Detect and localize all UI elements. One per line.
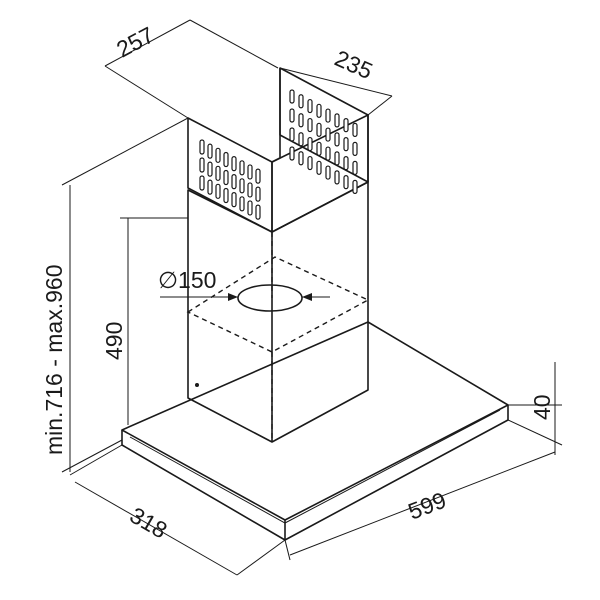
- duct-outline: [160, 232, 370, 442]
- vent-slot: [199, 139, 205, 155]
- dim-canopy-thickness: 40: [529, 394, 555, 420]
- chimney-upper: [187, 67, 369, 233]
- vent-slot: [298, 113, 304, 128]
- dim-duct-diameter: ∅150: [158, 267, 216, 293]
- vent-slot: [247, 182, 253, 198]
- vent-slot: [223, 187, 229, 204]
- vent-slot: [207, 179, 213, 195]
- vent-slot: [289, 127, 295, 142]
- vent-slot: [215, 183, 221, 199]
- vent-slot: [207, 161, 213, 177]
- vent-slot: [239, 178, 245, 194]
- vent-slot: [239, 196, 245, 212]
- vent-slot: [316, 141, 322, 156]
- vent-slot: [255, 204, 261, 220]
- vent-slot: [307, 117, 313, 133]
- dimension-lines: [61, 19, 563, 576]
- vent-slot: [207, 143, 213, 159]
- vent-slot: [325, 108, 331, 123]
- vent-slot: [231, 174, 237, 190]
- vent-slot: [334, 132, 340, 147]
- vent-slot: [223, 169, 229, 186]
- dim-lower-height: 490: [101, 322, 127, 360]
- vent-slot: [334, 151, 340, 166]
- vent-slot: [307, 155, 313, 171]
- dim-chimney-width: 257: [112, 21, 158, 62]
- vent-slot: [343, 118, 349, 133]
- vent-slot: [289, 108, 295, 123]
- vent-slot: [307, 136, 313, 152]
- vent-slot: [215, 165, 221, 181]
- vent-slot: [289, 89, 295, 104]
- vent-slot: [325, 127, 331, 142]
- vent-slot: [352, 141, 358, 156]
- vent-slot: [247, 200, 253, 216]
- vent-slot: [215, 147, 221, 163]
- vent-slot: [298, 151, 304, 166]
- vent-slot: [298, 94, 304, 109]
- vent-slot: [223, 151, 229, 168]
- vent-slot: [352, 179, 358, 194]
- dim-canopy-depth: 318: [126, 502, 172, 544]
- vent-slot: [352, 160, 358, 175]
- vent-slot: [289, 146, 295, 161]
- vent-slot: [352, 122, 358, 137]
- canopy: [121, 321, 509, 541]
- vent-slot: [316, 103, 322, 118]
- vent-slot: [307, 98, 313, 114]
- vent-slot: [199, 175, 205, 191]
- vent-slot: [334, 170, 340, 185]
- vent-slot: [316, 122, 322, 137]
- vent-slot: [231, 156, 237, 172]
- dim-chimney-depth: 235: [331, 45, 377, 84]
- vent-slot: [334, 113, 340, 128]
- vent-slot: [343, 156, 349, 171]
- vent-slot: [255, 168, 261, 184]
- dim-canopy-width: 599: [404, 487, 449, 525]
- dim-total-height: min.716 - max.960: [41, 265, 67, 455]
- vent-slot: [231, 192, 237, 208]
- vent-slot: [316, 160, 322, 175]
- vent-slot: [298, 132, 304, 147]
- chimney-lower: [187, 181, 369, 443]
- vent-slot: [247, 164, 253, 180]
- vent-slot: [343, 175, 349, 190]
- vent-slot: [239, 160, 245, 176]
- vent-slot: [255, 186, 261, 202]
- vent-slot: [199, 157, 205, 173]
- vent-slot: [343, 137, 349, 152]
- vent-slot: [325, 146, 331, 161]
- vent-slot: [325, 165, 331, 180]
